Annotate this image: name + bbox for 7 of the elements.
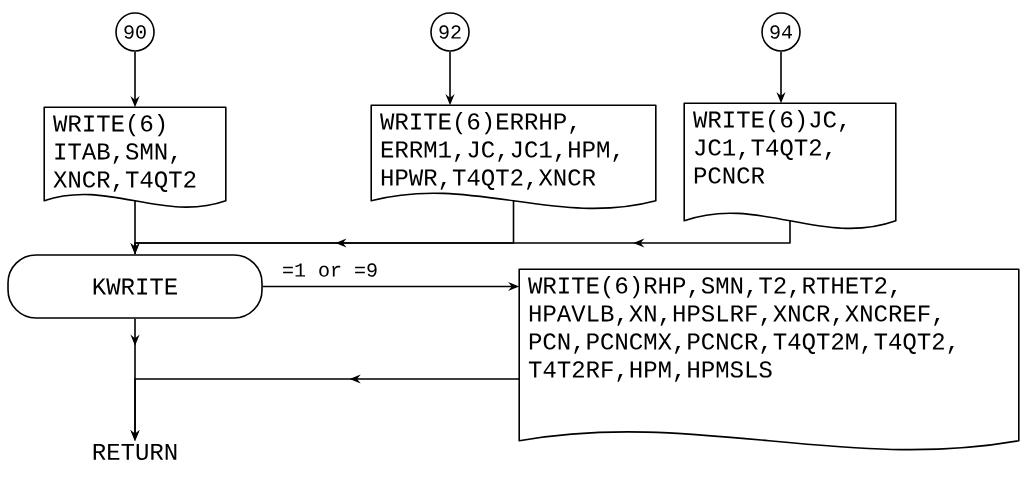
terminal-box: KWRITE xyxy=(7,254,263,319)
document-box: WRITE(6) ITAB,SMN, XNCR,T4QT2 xyxy=(43,106,227,208)
document-box: WRITE(6)JC, JC1,T4QT2, PCNCR xyxy=(683,102,897,229)
document-box: WRITE(6)RHP,SMN,T2,RTHET2, HPAVLB,XN,HPSLRF,XNCR,XNCREF, PCN,PCNCMX,PCNCR,T4QT2M,T4QT2, T4T2RF,HPM,HPMSLS xyxy=(518,268,1020,451)
document-box: WRITE(6)ERRHP, ERRM1,JC,JC1,HPM, HPWR,T4QT2,XNCR xyxy=(370,104,657,209)
edge-label: =1 or =9 xyxy=(280,261,380,279)
return-text: RETURN xyxy=(93,443,177,460)
